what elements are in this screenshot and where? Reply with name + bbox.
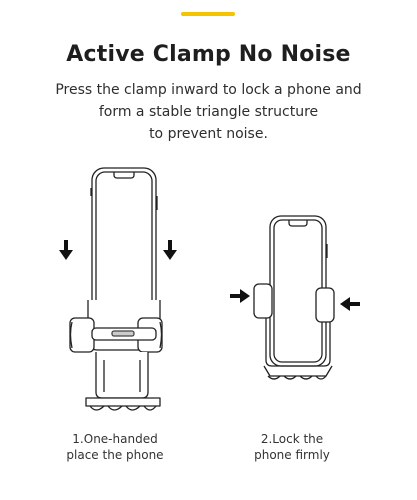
- phone-2-notch: [288, 220, 308, 227]
- description-line-1: Press the clamp inward to lock a phone a…: [55, 82, 362, 98]
- step1-caption-line-1: 1.One-handed: [72, 432, 158, 446]
- holder-2-back: [265, 300, 331, 367]
- phone-1-notch: [113, 172, 135, 179]
- accent-bar: [181, 12, 235, 16]
- step2-caption: 2.Lock the phone firmly: [222, 431, 362, 463]
- step2-caption-line-2: phone firmly: [254, 448, 330, 462]
- page-title: Active Clamp No Noise: [66, 42, 351, 67]
- phone-1-body: [91, 167, 157, 319]
- step2-illustration: [253, 215, 335, 380]
- step1-illustration: [69, 167, 163, 411]
- clamp-2-right: [315, 287, 335, 323]
- step1-caption-line-2: place the phone: [66, 448, 164, 462]
- description-line-3: to prevent noise.: [149, 126, 268, 142]
- description-line-2: form a stable triangle structure: [98, 104, 319, 120]
- arrow-right-icon: [230, 289, 250, 303]
- arrow-down-icon: [163, 240, 177, 260]
- arrow-left-icon: [340, 297, 360, 311]
- step1-caption: 1.One-handed place the phone: [45, 431, 185, 463]
- clamp-1-left: [69, 317, 95, 353]
- step2-caption-line-1: 2.Lock the: [260, 432, 324, 446]
- holder-1-base: [85, 397, 161, 407]
- holder-2-base: [263, 365, 333, 377]
- arrow-down-icon: [59, 240, 73, 260]
- illustration: [59, 167, 360, 411]
- clamp-2-left: [253, 283, 273, 319]
